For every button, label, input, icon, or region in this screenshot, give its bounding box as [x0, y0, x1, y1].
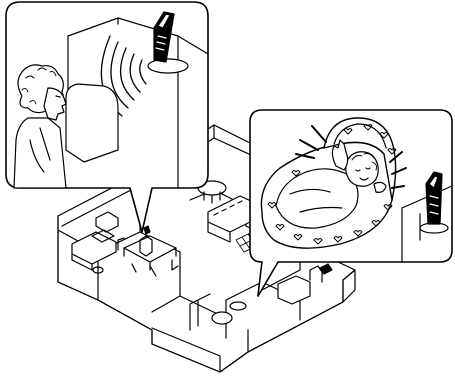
bathroom-toilet: [212, 312, 232, 324]
parent-figure: [14, 65, 66, 188]
parent-callout-furniture: [66, 84, 118, 162]
